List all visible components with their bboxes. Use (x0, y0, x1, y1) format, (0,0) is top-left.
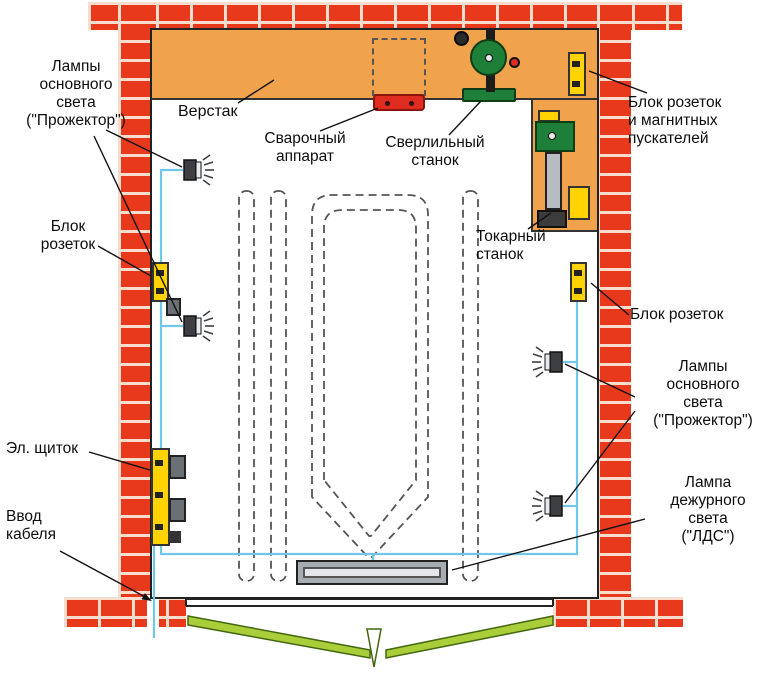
label-electrical-panel: Эл. щиток (6, 440, 79, 457)
wall-top (88, 2, 682, 30)
door-center-marker-icon (366, 628, 382, 668)
socket-block-starters-icon (568, 52, 586, 96)
wall-bottom-right (553, 597, 683, 627)
label-socket-block-right: Блок розеток (630, 306, 724, 323)
lathe-chuck (548, 132, 556, 140)
wall-right (597, 2, 631, 597)
socket-slot (572, 61, 580, 67)
label-duty-lamp: Лампа дежурного света ("ЛДС") (670, 474, 746, 546)
socket-slot (572, 81, 580, 87)
socket-slot (156, 270, 164, 276)
welding-machine-body (373, 94, 425, 111)
electrical-panel-icon (151, 448, 170, 546)
socket-block-left-icon (152, 262, 169, 302)
label-lamps-main-left: Лампы основного света ("Прожектор") (26, 58, 126, 130)
breaker-box-icon (169, 531, 181, 543)
breaker-box-icon (169, 455, 186, 479)
socket-slot (156, 288, 164, 294)
magnetic-starter-icon (166, 298, 181, 316)
floodlight-icon (528, 490, 564, 522)
garage-door-left-icon (187, 615, 371, 659)
lathe-headstock (535, 121, 575, 152)
label-workbench: Верстак (178, 103, 238, 120)
label-cable-entry: Ввод кабеля (6, 508, 56, 544)
floodlight-icon (182, 310, 218, 342)
label-socket-block-left: Блок розеток (40, 218, 96, 254)
wall-bottom-left (64, 597, 186, 627)
panel-slot (155, 460, 163, 466)
welding-knob-icon (385, 101, 390, 106)
duty-lamp-icon (296, 560, 448, 585)
label-drilling-machine: Сверлильный станок (385, 134, 485, 170)
label-lamps-main-right: Лампы основного света ("Прожектор") (653, 358, 753, 430)
breaker-box-icon (169, 498, 186, 522)
drill-hub (485, 54, 493, 62)
drilling-machine-icon (452, 30, 524, 104)
lathe-icon (532, 110, 596, 234)
panel-slot (155, 492, 163, 498)
cable-entry-gap (147, 595, 159, 629)
drill-knob (509, 57, 520, 68)
socket-slot (574, 270, 582, 276)
socket-slot (574, 288, 582, 294)
floodlight-icon (528, 346, 564, 378)
welding-machine-icon (370, 38, 430, 116)
lathe-motor (568, 186, 590, 220)
welding-machine-outline (372, 38, 426, 96)
duty-lamp-tube (303, 567, 441, 578)
drill-pulley (454, 31, 469, 46)
drill-wheel (470, 39, 507, 76)
label-socket-block-starters: Блок розеток и магнитных пускателей (628, 94, 722, 148)
floodlight-icon (182, 154, 218, 186)
lathe-base (537, 210, 567, 228)
socket-block-right-icon (570, 262, 587, 302)
garage-door-right-icon (385, 615, 554, 659)
door-opening-lines (185, 598, 554, 607)
label-welding-machine: Сварочный аппарат (264, 130, 346, 166)
label-lathe: Токарный станок (476, 228, 546, 264)
lathe-bed (545, 152, 562, 210)
panel-slot (155, 524, 163, 530)
welding-knob-icon (409, 101, 414, 106)
